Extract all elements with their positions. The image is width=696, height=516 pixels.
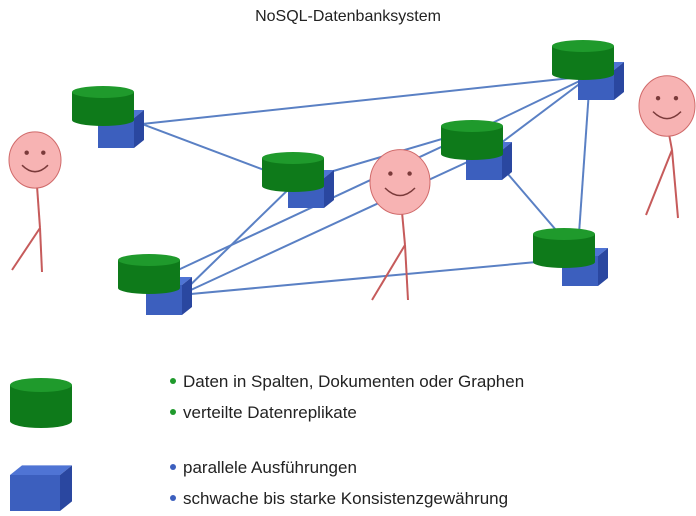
legend-bullet — [170, 494, 176, 501]
database-server — [552, 40, 624, 100]
database-server — [118, 254, 192, 315]
network-link — [488, 75, 591, 153]
network-link — [179, 257, 581, 296]
legend-node-item-2: schwache bis starke Konsistenzgewährung — [170, 489, 508, 509]
legend-bullet — [170, 408, 176, 415]
database-icon — [118, 254, 180, 294]
database-icon — [533, 228, 595, 268]
network-link — [141, 75, 591, 125]
network-links — [141, 75, 591, 296]
network-link — [179, 181, 297, 296]
legend-db-item-1: Daten in Spalten, Dokumenten oder Graphe… — [170, 372, 524, 392]
smiley-face-icon — [8, 131, 62, 189]
network-link — [485, 75, 591, 127]
network-nodes — [72, 40, 624, 315]
database-icon — [10, 378, 72, 428]
diagram-title: NoSQL-Datenbanksystem — [255, 8, 441, 25]
legend-bullet — [170, 463, 176, 470]
smiley-face-icon — [369, 149, 431, 215]
database-icon — [552, 40, 614, 80]
database-icon — [262, 152, 324, 192]
database-server — [441, 120, 512, 180]
users — [8, 75, 696, 301]
user-figure — [8, 131, 62, 273]
smiley-face-icon — [638, 75, 696, 137]
legend-bullet — [170, 377, 176, 384]
network-link — [577, 75, 591, 249]
legend-icons — [10, 378, 72, 511]
compute-node-icon — [10, 465, 72, 511]
database-icon — [72, 86, 134, 126]
database-server — [533, 228, 608, 286]
legend-db-item-2: verteilte Datenreplikate — [170, 403, 357, 423]
database-icon — [441, 120, 503, 160]
network-link — [179, 151, 490, 296]
user-figure — [638, 75, 696, 219]
legend-node-item-1: parallele Ausführungen — [170, 458, 357, 478]
database-server — [262, 152, 334, 208]
database-server — [72, 86, 144, 148]
user-figure — [369, 149, 431, 301]
